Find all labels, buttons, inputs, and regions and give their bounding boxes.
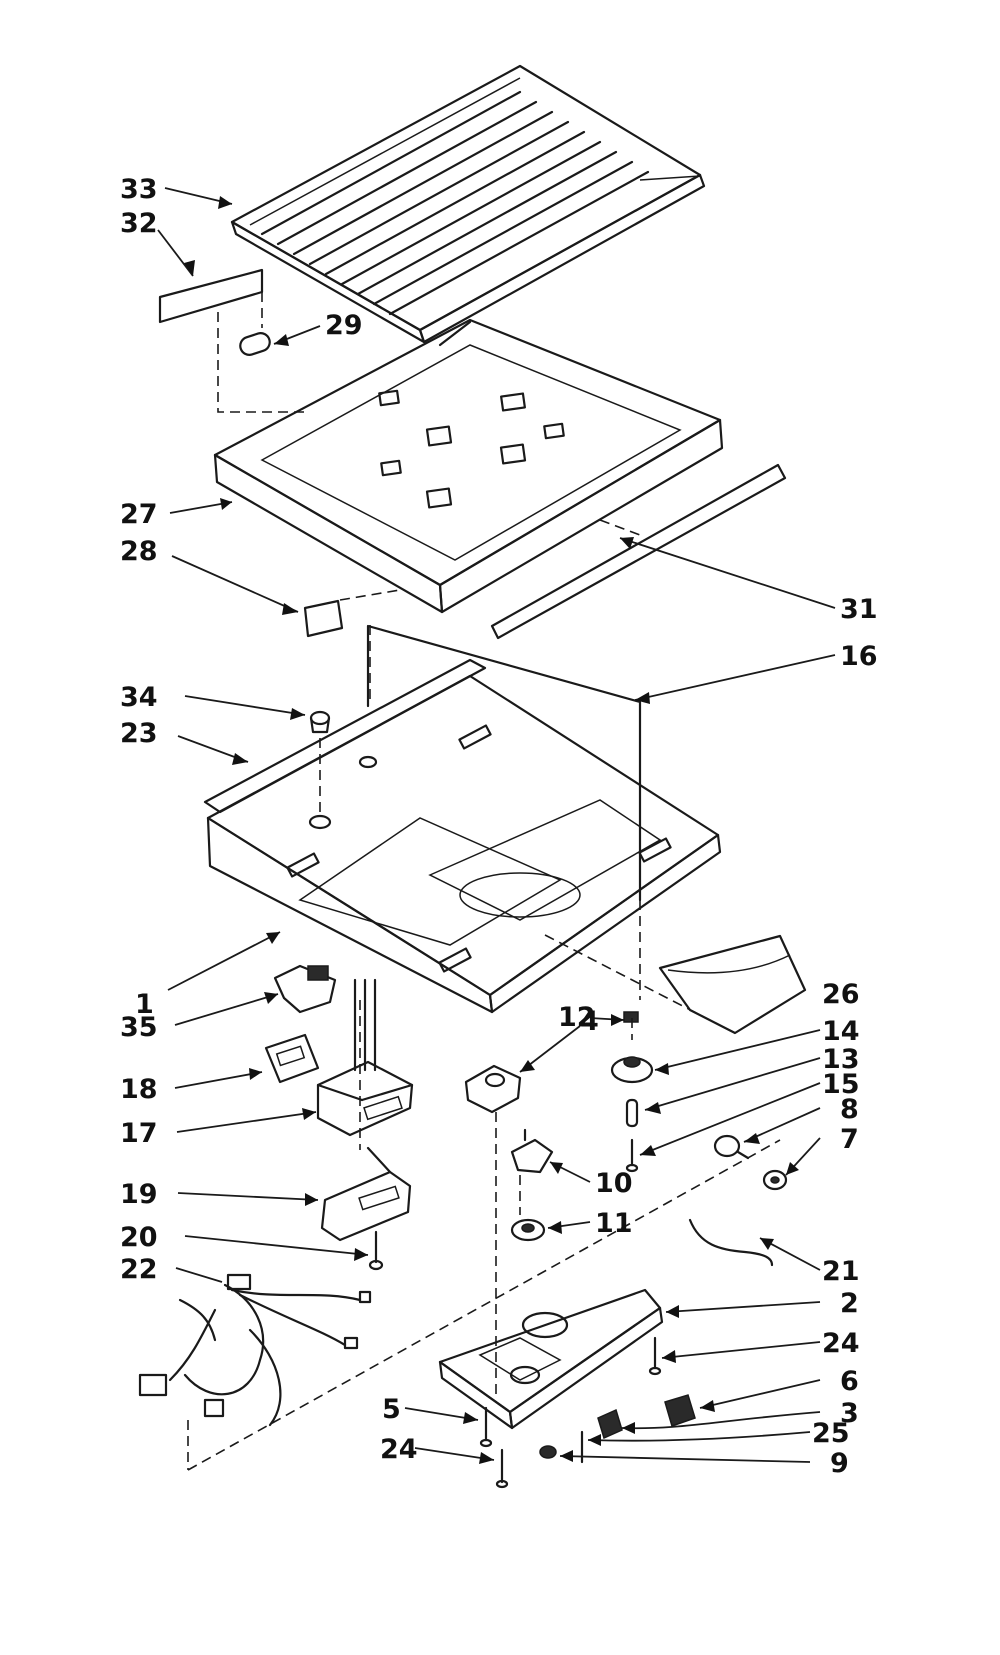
part-18-plate — [264, 1033, 320, 1084]
part-15-screw — [625, 1138, 639, 1173]
part-28-pad — [303, 599, 344, 638]
callout-31: 31 — [840, 594, 878, 625]
part-1-housing — [203, 658, 722, 1014]
callout-13: 13 — [822, 1044, 860, 1075]
callout-15: 15 — [822, 1069, 860, 1100]
callout-1: 1 — [135, 989, 154, 1020]
part-2-tray — [438, 1288, 664, 1430]
part-21-wire — [688, 1218, 774, 1267]
leader-lines — [157, 187, 836, 1463]
callout-7: 7 — [840, 1124, 859, 1155]
callout-28: 28 — [120, 536, 158, 567]
part-3-switch — [597, 1408, 623, 1440]
callout-11: 11 — [595, 1208, 633, 1239]
callout-3: 3 — [840, 1398, 859, 1429]
callout-9: 9 — [830, 1448, 849, 1479]
part-19-bracket — [320, 1146, 412, 1242]
callout-32: 32 — [120, 208, 158, 239]
part-32-label — [158, 268, 264, 324]
callout-34: 34 — [120, 682, 158, 713]
callout-6: 6 — [840, 1366, 859, 1397]
callouts: 33 32 29 27 28 31 16 34 23 1 35 18 17 19… — [120, 174, 878, 1479]
callout-23: 23 — [120, 718, 158, 749]
callout-22: 22 — [120, 1254, 158, 1285]
part-29-cylinder — [239, 332, 271, 356]
callout-20: 20 — [120, 1222, 158, 1253]
callout-24-right: 24 — [822, 1328, 860, 1359]
grille-slats — [260, 90, 650, 316]
callout-21: 21 — [822, 1256, 860, 1287]
callout-26: 26 — [822, 979, 860, 1010]
callout-29: 29 — [325, 310, 363, 341]
callout-10: 10 — [595, 1168, 633, 1199]
callout-12: 12 — [558, 1002, 596, 1033]
part-16-rod — [366, 624, 642, 902]
part-26-sheet — [658, 934, 807, 1035]
callout-4: 4 — [580, 1006, 599, 1037]
part-22-wiring-harness — [138, 1139, 781, 1471]
part-13-spring — [625, 1098, 639, 1128]
callout-8: 8 — [840, 1094, 859, 1125]
part-6-connector — [664, 1394, 696, 1427]
callout-35: 35 — [120, 1012, 158, 1043]
part-17-housing — [316, 978, 414, 1137]
callout-24-bottom: 24 — [380, 1434, 418, 1465]
part-24-screw-bottom — [495, 1448, 509, 1489]
part-11-knob — [510, 1218, 546, 1242]
part-7-socket — [762, 1169, 788, 1191]
part-34-grommet — [309, 710, 331, 734]
callout-5: 5 — [382, 1394, 401, 1425]
alignment-lines — [217, 292, 736, 1215]
part-12-nut — [623, 1011, 639, 1023]
part-24-screw-right — [648, 1336, 662, 1376]
callout-16: 16 — [840, 641, 878, 672]
callout-17: 17 — [120, 1118, 158, 1149]
part-20-screw — [368, 1230, 384, 1271]
part-4-bracket — [464, 1064, 522, 1114]
part-14-socket — [610, 1056, 654, 1084]
part-8-bulb — [713, 1134, 750, 1160]
part-33-top-cover — [230, 64, 706, 344]
part-10-thermostat — [510, 1128, 554, 1174]
callout-18: 18 — [120, 1074, 158, 1105]
part-31-strip — [490, 463, 787, 640]
callout-33: 33 — [120, 174, 158, 205]
part-5-screw — [479, 1406, 493, 1448]
part-9-foot — [539, 1445, 557, 1459]
arrowheads — [184, 196, 799, 1464]
part-35-clip — [273, 964, 337, 1014]
part-27-cover-frame — [213, 318, 724, 614]
callout-19: 19 — [120, 1179, 158, 1210]
callout-14: 14 — [822, 1016, 860, 1047]
callout-25: 25 — [812, 1418, 850, 1449]
callout-27: 27 — [120, 499, 158, 530]
callout-2: 2 — [840, 1288, 859, 1319]
